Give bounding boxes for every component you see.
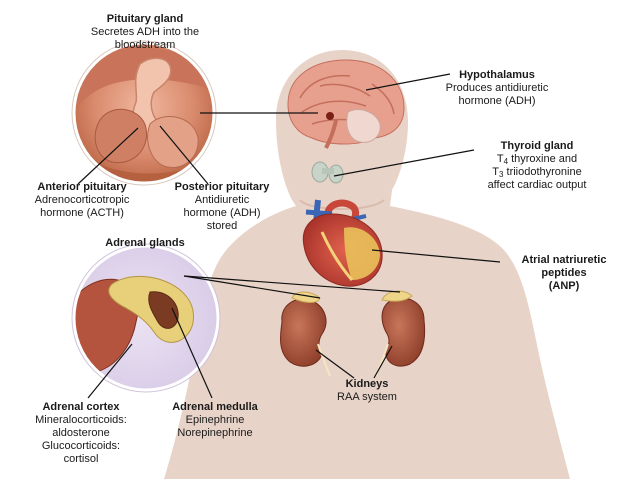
pituitary-title: Pituitary gland <box>70 13 220 26</box>
adrenal-glands-label: Adrenal glands <box>90 237 200 250</box>
thyroid-line1: T4 thyroxine and <box>462 153 612 166</box>
pituitary-desc-line1: Secretes ADH into the <box>70 26 220 39</box>
posterior-pituitary-line3: stored <box>158 220 286 233</box>
adrenal-cortex-title: Adrenal cortex <box>6 401 156 414</box>
hypothalamus-title: Hypothalamus <box>422 69 572 82</box>
thyroid-title: Thyroid gland <box>462 140 612 153</box>
hypothalamus-label: Hypothalamus Produces antidiuretic hormo… <box>422 69 572 108</box>
adrenal-cortex-line2: aldosterone <box>6 427 156 440</box>
anterior-pituitary-label: Anterior pituitary Adrenocorticotropic h… <box>18 181 146 220</box>
anterior-pituitary-line2: hormone (ACTH) <box>18 207 146 220</box>
thyroid-line2: T3 triiodothyronine <box>462 166 612 179</box>
thyroid-line3: affect cardiac output <box>462 179 612 192</box>
anterior-pituitary-line1: Adrenocorticotropic <box>18 194 146 207</box>
posterior-pituitary-title: Posterior pituitary <box>158 181 286 194</box>
anp-title-line1: Atrial natriuretic <box>504 254 624 267</box>
kidneys-label: Kidneys RAA system <box>322 378 412 404</box>
adrenal-cortex-line4: cortisol <box>6 453 156 466</box>
adrenal-cortex-label: Adrenal cortex Mineralocorticoids: aldos… <box>6 401 156 466</box>
anp-title-line2: peptides <box>504 267 624 280</box>
adrenal-cortex-line1: Mineralocorticoids: <box>6 414 156 427</box>
adrenal-medulla-title: Adrenal medulla <box>160 401 270 414</box>
adrenal-glands-title: Adrenal glands <box>90 237 200 250</box>
posterior-pituitary-line2: hormone (ADH) <box>158 207 286 220</box>
pituitary-desc-line2: bloodstream <box>70 39 220 52</box>
kidneys-desc: RAA system <box>322 391 412 404</box>
hypothalamus-desc-line2: hormone (ADH) <box>422 95 572 108</box>
posterior-pituitary-line1: Antidiuretic <box>158 194 286 207</box>
hypothalamus-desc-line1: Produces antidiuretic <box>422 82 572 95</box>
thyroid-gland-label: Thyroid gland T4 thyroxine and T3 triiod… <box>462 140 612 192</box>
brain-illustration <box>288 60 404 148</box>
posterior-pituitary-label: Posterior pituitary Antidiuretic hormone… <box>158 181 286 233</box>
adrenal-medulla-line2: Norepinephrine <box>160 427 270 440</box>
adrenal-magnified-view <box>66 244 220 392</box>
adrenal-cortex-line3: Glucocorticoids: <box>6 440 156 453</box>
anp-title-line3: (ANP) <box>504 280 624 293</box>
anterior-pituitary-title: Anterior pituitary <box>18 181 146 194</box>
pituitary-gland-label: Pituitary gland Secretes ADH into the bl… <box>70 13 220 52</box>
adrenal-medulla-label: Adrenal medulla Epinephrine Norepinephri… <box>160 401 270 440</box>
anp-label: Atrial natriuretic peptides (ANP) <box>504 254 624 293</box>
adrenal-medulla-line1: Epinephrine <box>160 414 270 427</box>
kidneys-title: Kidneys <box>322 378 412 391</box>
